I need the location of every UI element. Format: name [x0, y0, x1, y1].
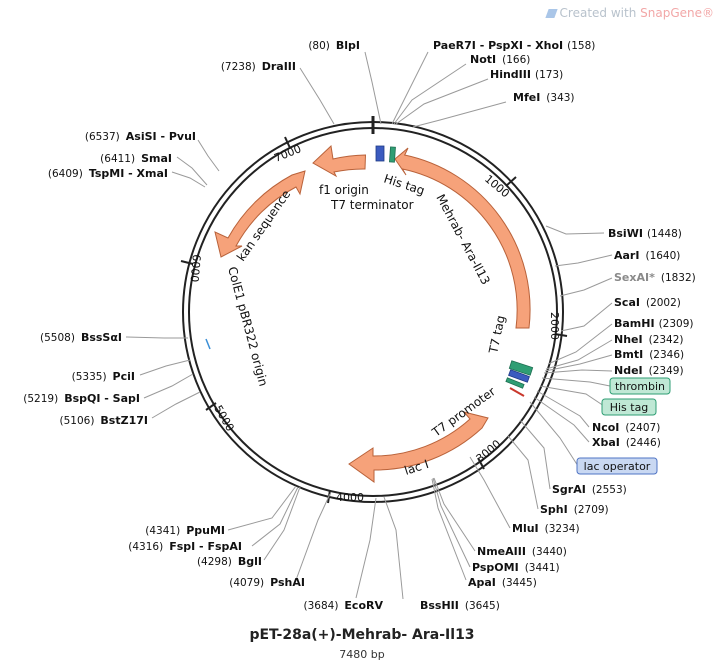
tick-label-3000: 3000: [474, 437, 504, 465]
site-HindIII: HindIII(173): [490, 68, 563, 81]
site-BsiWI: BsiWI(1448): [608, 227, 682, 240]
watermark-suffix: ®: [702, 6, 714, 20]
site-BssHII: BssHII(3645): [420, 599, 500, 612]
tick-2000: [554, 333, 568, 337]
his-tag-block: [389, 146, 396, 163]
plasmid-length: 7480 bp: [339, 648, 385, 661]
site-FspI: (4316)FspI - FspAI: [128, 540, 242, 553]
watermark-brand: SnapGene: [640, 6, 702, 20]
lacI-arrow: [348, 411, 489, 483]
lac-operator-mark: [509, 387, 525, 397]
site-MfeI: MfeI(343): [513, 91, 575, 104]
kan-arrow: [214, 170, 306, 258]
snapgene-logo-icon: [544, 9, 558, 18]
site-PshAI: (4079)PshAI: [229, 576, 305, 589]
site-BamHI: BamHI(2309): [614, 317, 694, 330]
f1-origin-arrow: [312, 144, 367, 178]
site-PvuI: (6537)AsiSI - PvuI: [85, 130, 196, 143]
site-BssSaI: (5508)BssSαI: [40, 331, 122, 344]
site-ScaI: ScaI(2002): [614, 296, 681, 309]
t7-terminator-label: T7 terminator: [330, 198, 414, 212]
watermark-prefix: Created with: [559, 6, 641, 20]
t7-tag-block: [508, 360, 534, 376]
site-PpuMI: (4341)PpuMI: [145, 524, 225, 537]
tick-marks: [180, 136, 568, 504]
site-NotI: NotI(166): [470, 53, 530, 66]
plasmid-name: pET-28a(+)-Mehrab- Ara-Il13: [249, 627, 475, 643]
thrombin-box-label: thrombin: [615, 380, 665, 393]
ori-label: ColE1 pBR322 origin: [225, 265, 270, 388]
tick-label-2000: 2000: [548, 312, 561, 340]
site-NheI: NheI(2342): [614, 333, 684, 346]
tick-7000: [284, 136, 291, 149]
site-EcoRV: (3684)EcoRV: [304, 599, 384, 612]
tick-label-6000: 6000: [188, 254, 203, 283]
site-BglI: (4298)BglI: [197, 555, 262, 568]
site-NdeI: NdeI(2349): [614, 364, 684, 377]
site-XmaI: (6409)TspMI - XmaI: [48, 167, 168, 180]
connector-lines: [125, 51, 613, 600]
tick-6000: [180, 260, 194, 265]
thrombin-block: [508, 369, 530, 383]
site-XhoI: PaeR7I - PspXI - XhoI(158): [433, 39, 595, 52]
tick-5000: [205, 402, 217, 411]
site-NcoI: NcoI(2407): [592, 421, 660, 434]
site-SmaI: (6411)SmaI: [100, 152, 172, 165]
site-PspOMI: PspOMI(3441): [472, 561, 560, 574]
his-tag-label: His tag: [382, 172, 426, 198]
site-SphI: SphI(2709): [540, 503, 609, 516]
lac-operator-box: [576, 457, 658, 475]
lac-operator-box-label: lac operator: [584, 460, 651, 473]
his-tag-box: [601, 398, 657, 416]
site-BstZ17I: (5106)BstZ17I: [60, 414, 149, 427]
t7-tag-label: T7 tag: [486, 314, 508, 356]
f1-origin-label: f1 origin: [319, 183, 369, 197]
site-DraIII: (7238)DraIII: [221, 60, 296, 73]
site-BlpI: (80)BlpI: [308, 39, 360, 52]
site-SexAI: SexAI*(1832): [614, 271, 696, 284]
site-AarI: AarI(1640): [614, 249, 680, 262]
tick-3000: [477, 457, 485, 470]
snapgene-watermark: Created with SnapGene®: [544, 6, 714, 20]
site-NmeAIII: NmeAIII(3440): [477, 545, 567, 558]
tick-label-7000: 7000: [272, 142, 303, 165]
tick-1000: [505, 176, 517, 187]
his-tag-box-label: His tag: [610, 401, 649, 414]
site-XbaI: XbaI(2446): [592, 436, 661, 449]
thrombin-box: [609, 377, 671, 395]
tick-label-4000: 4000: [336, 491, 364, 504]
site-BmtI: BmtI(2346): [614, 348, 684, 361]
site-ApaI: ApaI(3445): [468, 576, 537, 589]
ori-mark: [205, 338, 211, 350]
site-SapI: (5219)BspQI - SapI: [23, 392, 140, 405]
t7-terminator-block: [375, 145, 385, 162]
insert-arrow: [394, 147, 531, 329]
site-SgrAI: SgrAI(2553): [552, 483, 627, 496]
his-tag-2-block: [505, 377, 525, 389]
site-PciI: (5335)PciI: [72, 370, 135, 383]
site-MluI: MluI(3234): [512, 522, 580, 535]
